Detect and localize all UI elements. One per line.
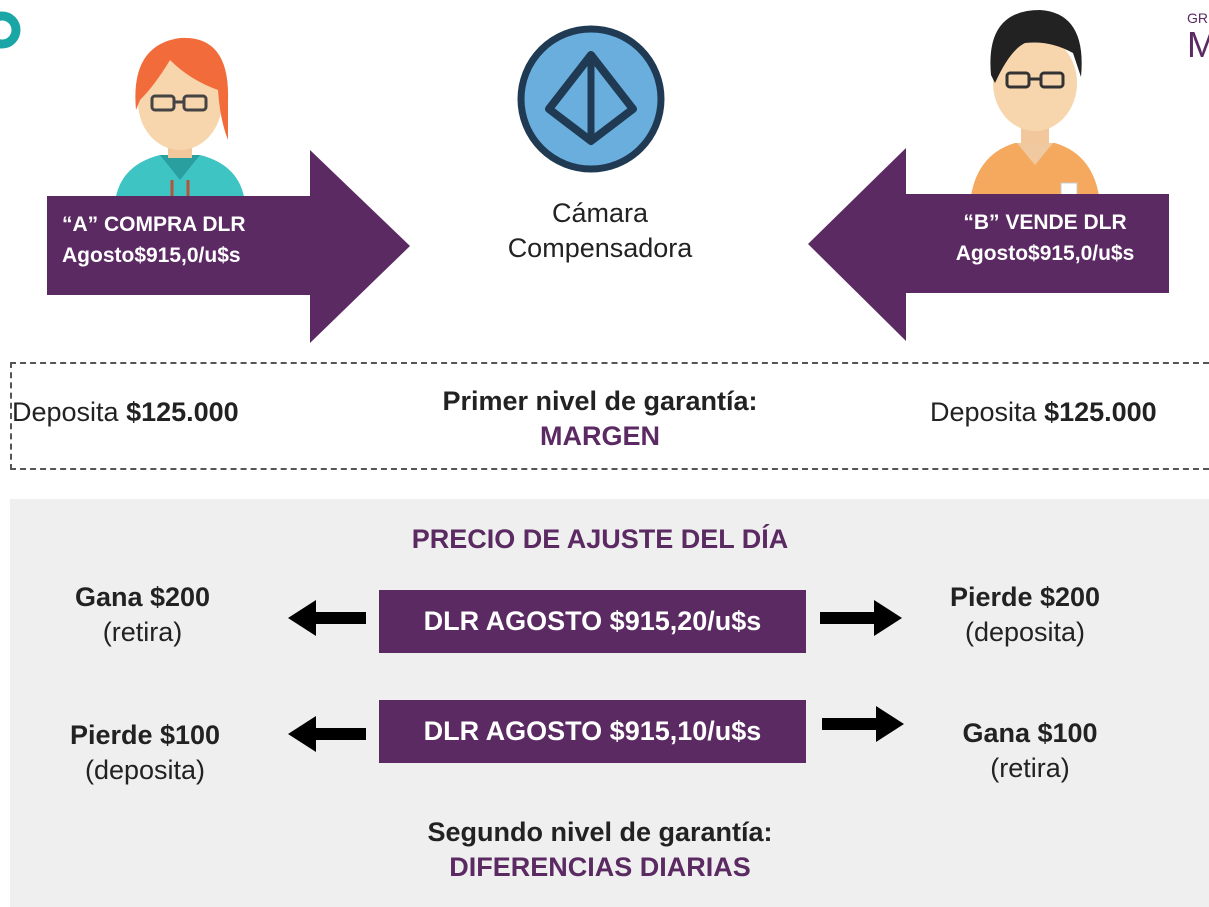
buyer-arrow-label: “A” COMPRA DLR Agosto$915,0/u$s	[62, 213, 246, 267]
arrow-right-icon	[820, 600, 902, 636]
seller-arrow-shape	[808, 148, 1169, 341]
buyer-deposit: Deposita $125.000	[12, 397, 239, 427]
daily-footer-title: Segundo nivel de garantía: DIFERENCIAS D…	[427, 817, 773, 882]
brand-logo-right: GR M	[1187, 10, 1209, 65]
clearing-house-icon	[517, 25, 665, 173]
brand-logo-fragment	[0, 11, 21, 49]
row2-left-label: Pierde $100(deposita)	[69, 720, 221, 785]
margin-title: Primer nivel de garantía: MARGEN	[442, 386, 758, 451]
arrow-right-icon	[822, 706, 904, 742]
margin-section	[10, 362, 1209, 470]
arrow-left-icon	[288, 600, 366, 636]
clearing-house-label: Cámara Compensadora	[507, 198, 693, 263]
row1-left-label: Gana $200(retira)	[74, 582, 211, 647]
price-box-row1: DLR AGOSTO $915,20/u$s	[379, 590, 806, 653]
daily-heading: PRECIO DE AJUSTE DEL DÍA	[411, 524, 789, 554]
person-woman-icon	[115, 37, 245, 202]
seller-deposit: Deposita $125.000	[930, 397, 1157, 427]
arrow-left-icon	[288, 716, 366, 752]
seller-arrow-label: “B” VENDE DLR Agosto$915,0/u$s	[955, 211, 1135, 265]
row2-right-label: Gana $100(retira)	[962, 718, 1098, 783]
person-man-icon	[970, 10, 1100, 203]
price-box-row2: DLR AGOSTO $915,10/u$s	[379, 700, 806, 763]
buyer-arrow-shape	[47, 150, 410, 343]
row1-right-label: Pierde $200(deposita)	[949, 582, 1101, 647]
